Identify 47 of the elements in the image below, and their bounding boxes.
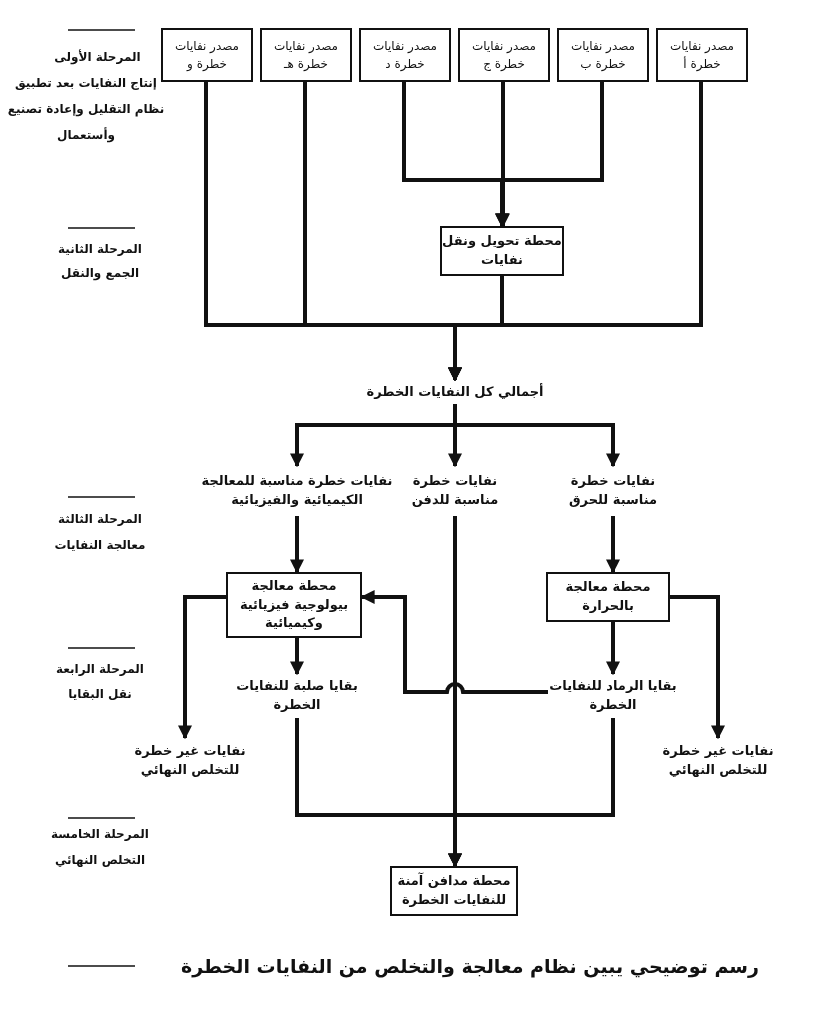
stage-heading: المرحلة الثانية: [57, 241, 143, 258]
box-label: مصدر نفايات خطرة و: [173, 38, 241, 73]
flow-label: أجمالي كل النفايات الخطرة: [366, 382, 544, 401]
stage-description: التخلص النهائي: [53, 852, 147, 869]
flow-label: نفايات غير خطرة للتخلص النهائي: [661, 742, 775, 779]
flow-label: نفايات خطرة مناسبة للدفن: [410, 472, 500, 509]
stage-heading: المرحلة الخامسة: [50, 826, 150, 843]
arrow: [606, 516, 620, 574]
box-label: مصدر نفايات خطرة هـ: [272, 38, 340, 73]
stage-heading: المرحلة الرابعة: [55, 661, 145, 678]
process-box: [546, 572, 670, 622]
flow-label: نفايات خطرة مناسبة للمعالجة الكيميائية والفيزيائية: [200, 472, 394, 509]
process-box: [260, 28, 352, 82]
arrow: [670, 595, 725, 740]
box-label: مصدر نفايات خطرة د: [371, 38, 439, 73]
box-label: محطة معالجة بيولوجية فيزيائية وكيميائية: [238, 576, 350, 633]
stage-heading: المرحلة الأولى: [53, 48, 142, 67]
stage-description: إنتاج النفايات بعد تطبيق نظام التقليل وإعادة تصنيع وأستعمال: [6, 75, 166, 145]
box-label: مصدر نفايات خطرة أ: [668, 38, 736, 73]
stage-heading: المرحلة الثالثة: [57, 511, 143, 528]
arrow: [606, 622, 620, 676]
process-box: [359, 28, 451, 82]
stage-description: نقل البقايا: [67, 686, 133, 703]
caption: رسم توضيحي يبين نظام معالجة والتخلص من النفايات الخطرة: [180, 955, 760, 977]
process-box: [226, 572, 362, 638]
stage-description: معالجة النفايات: [53, 537, 147, 554]
box-label: مصدر نفايات خطرة ب: [569, 38, 637, 73]
flow-label: نفايات خطرة مناسبة للحرق: [568, 472, 658, 509]
arrow: [448, 276, 504, 382]
flow-label: بقايا صلبة للنفايات الخطرة: [235, 677, 359, 714]
arrow: [290, 404, 457, 468]
stage-description: الجمع والنقل: [60, 265, 140, 283]
process-box: [656, 28, 748, 82]
box-label: محطة تحويل ونقل نفايات: [442, 232, 562, 269]
process-box: [390, 866, 518, 916]
process-box: [161, 28, 253, 82]
arrow: [178, 595, 226, 740]
process-box: [440, 226, 564, 276]
process-box: [458, 28, 550, 82]
box-label: محطة معالجة بالحرارة: [564, 578, 652, 615]
box-label: مصدر نفايات خطرة ج: [470, 38, 538, 73]
arrow: [290, 516, 304, 574]
flow-label: بقايا الرماد للنفايات الخطرة: [548, 677, 678, 714]
flow-label: نفايات غير خطرة للتخلص النهائي: [133, 742, 247, 779]
arrow: [290, 638, 304, 676]
box-label: محطة مدافن آمنة للنفايات الخطرة: [396, 872, 512, 909]
process-box: [557, 28, 649, 82]
